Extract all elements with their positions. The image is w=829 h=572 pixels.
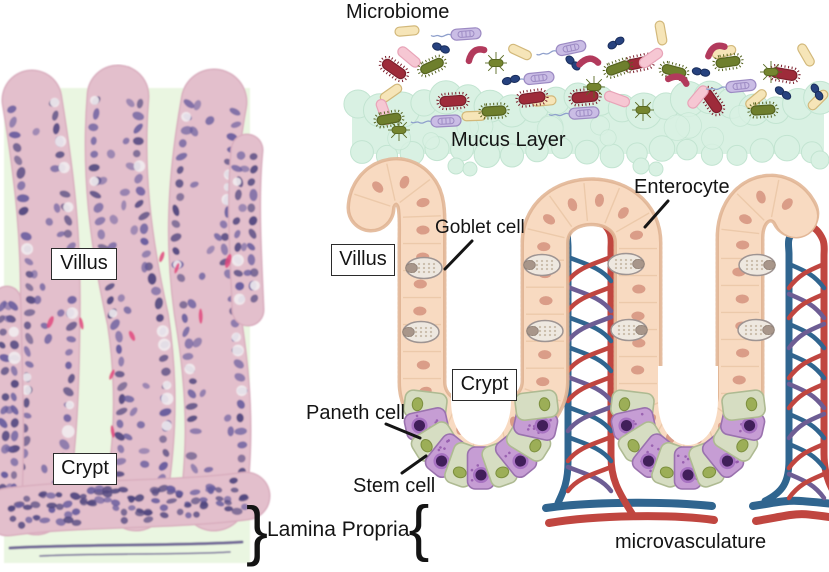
label-microvasculature: microvasculature	[615, 531, 767, 553]
microbiome-bacteria	[373, 20, 829, 141]
coccus-blue-pair	[810, 83, 824, 101]
label-villus-histology: Villus	[51, 248, 117, 280]
histology-micrograph	[0, 64, 271, 563]
vibrio-crimson	[664, 73, 690, 87]
label-crypt-histology: Crypt	[53, 453, 117, 485]
rod-pink	[603, 90, 631, 108]
label-lamina-propria: Lamina Propria	[267, 518, 410, 541]
rod-lavender-flagellated	[503, 70, 555, 86]
goblet-cell	[738, 253, 776, 277]
vein	[749, 496, 829, 510]
vibrio-crimson	[576, 55, 602, 68]
enterocyte-pointer-line	[643, 199, 670, 229]
rod-pink	[397, 46, 421, 68]
goblet-cell	[402, 320, 440, 344]
rod-olive-spiky	[478, 102, 510, 120]
rod-lavender-flagellated	[410, 114, 462, 128]
villus-capillary-bundle-right	[749, 222, 829, 525]
rod-dark-red-spiky	[436, 91, 470, 111]
coccus-blue-pair	[607, 36, 625, 50]
rod-olive-spiky	[747, 101, 779, 119]
rod-green-flagellated	[760, 61, 782, 83]
rod-olive-spiky	[373, 109, 405, 129]
artery	[752, 510, 829, 525]
coccus-blue-pair	[774, 86, 792, 100]
rod-lavender-flagellated	[536, 39, 587, 57]
rod-cream	[654, 20, 668, 46]
label-crypt-diagram: Crypt	[452, 369, 517, 401]
rod-lavender-flagellated	[430, 27, 482, 41]
rod-olive-spiky	[602, 57, 634, 79]
goblet-cell	[405, 256, 443, 280]
label-goblet-cell: Goblet cell	[435, 217, 525, 238]
rod-dark-red-spiky	[378, 55, 410, 83]
rod-dark-red-spiky	[568, 87, 602, 107]
stem-cell	[514, 389, 559, 422]
rod-pink	[687, 85, 709, 109]
goblet-cell	[523, 253, 561, 277]
goblet-cell	[526, 319, 564, 343]
goblet-cell	[610, 318, 648, 342]
coccus-blue-pair	[501, 74, 521, 86]
rod-green-flagellated	[485, 52, 507, 74]
rod-green-flagellated	[388, 119, 410, 141]
rod-olive-spiky	[417, 54, 447, 78]
rod-olive-spiky	[712, 52, 744, 72]
rod-lavender-flagellated	[705, 78, 757, 94]
label-mucus-layer: Mucus Layer	[451, 129, 566, 151]
label-stem-cell: Stem cell	[353, 475, 436, 497]
label-paneth-cell: Paneth cell	[306, 402, 405, 424]
rod-green-flagellated	[632, 99, 654, 121]
rod-dark-red-spiky	[515, 88, 549, 108]
paneth-cell-pointer-line	[384, 422, 422, 440]
rod-lavender-flagellated	[548, 106, 600, 120]
coccus-blue-pair	[432, 42, 450, 54]
stem-cell-pointer-line	[400, 454, 428, 475]
goblet-cell-pointer-line	[443, 239, 474, 271]
label-enterocyte: Enterocyte	[634, 176, 730, 198]
lamina-propria-brace-left: }	[246, 493, 268, 567]
villus-crypt-epithelium	[346, 157, 821, 490]
label-villus-diagram: Villus	[331, 244, 395, 276]
lamina-propria-brace-right: {	[409, 494, 430, 563]
villus-capillary-bundle-middle	[542, 215, 718, 527]
rod-pink	[638, 47, 664, 69]
coccus-blue-pair	[691, 67, 711, 77]
vibrio-crimson	[465, 46, 488, 65]
pointer-lines	[384, 199, 670, 475]
label-microbiome: Microbiome	[346, 1, 450, 23]
goblet-cell	[607, 252, 645, 276]
paneth-cell	[494, 433, 538, 479]
rod-green-flagellated	[583, 76, 605, 98]
goblet-cell	[737, 318, 775, 342]
stem-cell	[721, 389, 766, 422]
vein	[761, 229, 798, 505]
rod-cream	[797, 43, 815, 67]
vibrio-crimson	[705, 42, 728, 60]
rod-cream	[394, 25, 420, 37]
microvasculature-vessels	[542, 215, 829, 527]
rod-cream	[508, 43, 532, 61]
